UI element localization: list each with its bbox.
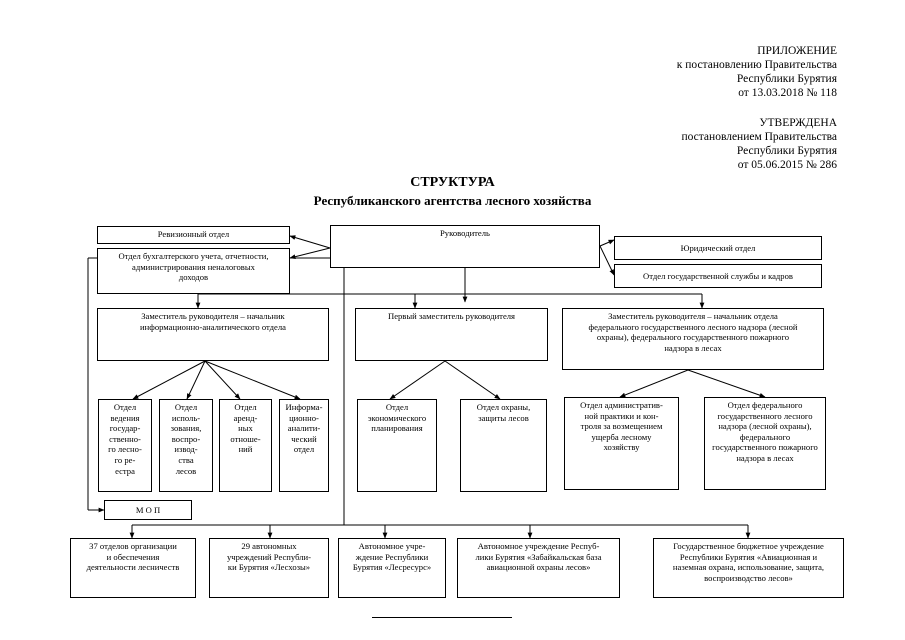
avia-base-label: Автономное учреждение Респуб- лики Бурят… bbox=[475, 541, 602, 573]
arrow-to-federal-supervision bbox=[687, 369, 766, 398]
accounting-label: Отдел бухгалтерского учета, отчетности, … bbox=[118, 251, 269, 283]
appendix-line: от 13.03.2018 № 118 bbox=[738, 87, 837, 99]
footnote-divider bbox=[372, 617, 512, 618]
doc-subtitle: Республиканского агентства лесного хозяй… bbox=[313, 193, 592, 208]
economic-label: Отдел экономического планирования bbox=[367, 402, 427, 434]
appendix-line: Республики Бурятия bbox=[736, 73, 837, 85]
deputy-info-box: Заместитель руководителя – начальник инф… bbox=[97, 308, 329, 361]
lesresurs-box: Автономное учре- ждение Республики Бурят… bbox=[338, 538, 446, 598]
federal-supervision-label: Отдел федерального государственного лесн… bbox=[712, 400, 818, 463]
arrow-to-admin-practice bbox=[619, 369, 689, 398]
civil-service-label: Отдел государственной службы и кадров bbox=[643, 270, 793, 281]
info-analytic-label: Информа- ционно- аналити- ческий отдел bbox=[285, 402, 323, 455]
admin-practice-box: Отдел административ- ной практики и кон-… bbox=[564, 397, 679, 490]
head-box: Руководитель bbox=[330, 225, 600, 268]
arrow-to-forest-use bbox=[186, 360, 206, 400]
approved-line: от 05.06.2015 № 286 bbox=[737, 159, 837, 171]
approved-line: УТВЕРЖДЕНА bbox=[759, 117, 837, 129]
lease-box: Отдел аренд- ных отноше- ний bbox=[219, 399, 272, 492]
avia-base-box: Автономное учреждение Респуб- лики Бурят… bbox=[457, 538, 620, 598]
arrow-to-lease bbox=[204, 360, 241, 400]
arrow-to-protection bbox=[444, 360, 501, 400]
protection-box: Отдел охраны, защиты лесов bbox=[460, 399, 547, 492]
forestry-depts-label: 37 отделов организации и обеспечения дея… bbox=[86, 541, 180, 573]
mop-label: М О П bbox=[135, 504, 161, 515]
arrow-to-forest-register bbox=[132, 360, 206, 400]
leskhozy-box: 29 автономных учреждений Республи- ки Бу… bbox=[209, 538, 329, 598]
admin-practice-label: Отдел административ- ной практики и кон-… bbox=[580, 400, 663, 453]
forest-register-box: Отдел ведения государ- ственно- го лесно… bbox=[98, 399, 152, 492]
arrow-to-info-analytic bbox=[204, 360, 301, 400]
accounting-box: Отдел бухгалтерского учета, отчетности, … bbox=[97, 248, 290, 294]
legal-label: Юридический отдел bbox=[680, 242, 756, 253]
arrow-head-legal bbox=[599, 239, 615, 247]
forestry-depts-box: 37 отделов организации и обеспечения дея… bbox=[70, 538, 196, 598]
avialesookhrana-box: Государственное бюджетное учреждение Рес… bbox=[653, 538, 844, 598]
deputy-supervision-label: Заместитель руководителя – начальник отд… bbox=[588, 311, 798, 353]
leskhozy-label: 29 автономных учреждений Республи- ки Бу… bbox=[227, 541, 311, 573]
forest-use-box: Отдел исполь- зования, воспро- извод- ст… bbox=[159, 399, 213, 492]
appendix-block: ПРИЛОЖЕНИЕ к постановлению Правительства… bbox=[677, 44, 837, 100]
federal-supervision-box: Отдел федерального государственного лесн… bbox=[704, 397, 826, 490]
revision-box: Ревизионный отдел bbox=[97, 226, 290, 244]
forest-use-label: Отдел исполь- зования, воспро- извод- ст… bbox=[170, 402, 202, 476]
appendix-line: ПРИЛОЖЕНИЕ bbox=[757, 45, 837, 57]
economic-box: Отдел экономического планирования bbox=[357, 399, 437, 492]
lease-label: Отдел аренд- ных отноше- ний bbox=[230, 402, 261, 455]
forest-register-label: Отдел ведения государ- ственно- го лесно… bbox=[108, 402, 142, 476]
mop-box: М О П bbox=[104, 500, 192, 520]
info-analytic-box: Информа- ционно- аналити- ческий отдел bbox=[279, 399, 329, 492]
first-deputy-label: Первый заместитель руководителя bbox=[387, 311, 515, 321]
protection-label: Отдел охраны, защиты лесов bbox=[476, 402, 531, 423]
approved-line: постановлением Правительства bbox=[681, 131, 837, 143]
avialesookhrana-label: Государственное бюджетное учреждение Рес… bbox=[672, 541, 825, 583]
revision-label: Ревизионный отдел bbox=[157, 229, 230, 239]
lesresurs-label: Автономное учре- ждение Республики Бурят… bbox=[352, 541, 432, 573]
head-label: Руководитель bbox=[440, 228, 490, 238]
approved-block: УТВЕРЖДЕНА постановлением Правительства … bbox=[681, 116, 837, 172]
doc-title: СТРУКТУРА bbox=[410, 175, 495, 190]
arrow-head-accounting bbox=[289, 247, 331, 260]
approved-line: Республики Бурятия bbox=[736, 145, 837, 157]
legal-box: Юридический отдел bbox=[614, 236, 822, 260]
arrow-head-revision bbox=[289, 235, 331, 249]
arrow-head-civil-service bbox=[599, 245, 615, 276]
arrow-to-economic bbox=[389, 360, 446, 400]
deputy-info-label: Заместитель руководителя – начальник инф… bbox=[140, 311, 286, 332]
first-deputy-box: Первый заместитель руководителя bbox=[355, 308, 548, 361]
deputy-supervision-box: Заместитель руководителя – начальник отд… bbox=[562, 308, 824, 370]
civil-service-box: Отдел государственной службы и кадров bbox=[614, 264, 822, 288]
appendix-line: к постановлению Правительства bbox=[676, 59, 837, 71]
